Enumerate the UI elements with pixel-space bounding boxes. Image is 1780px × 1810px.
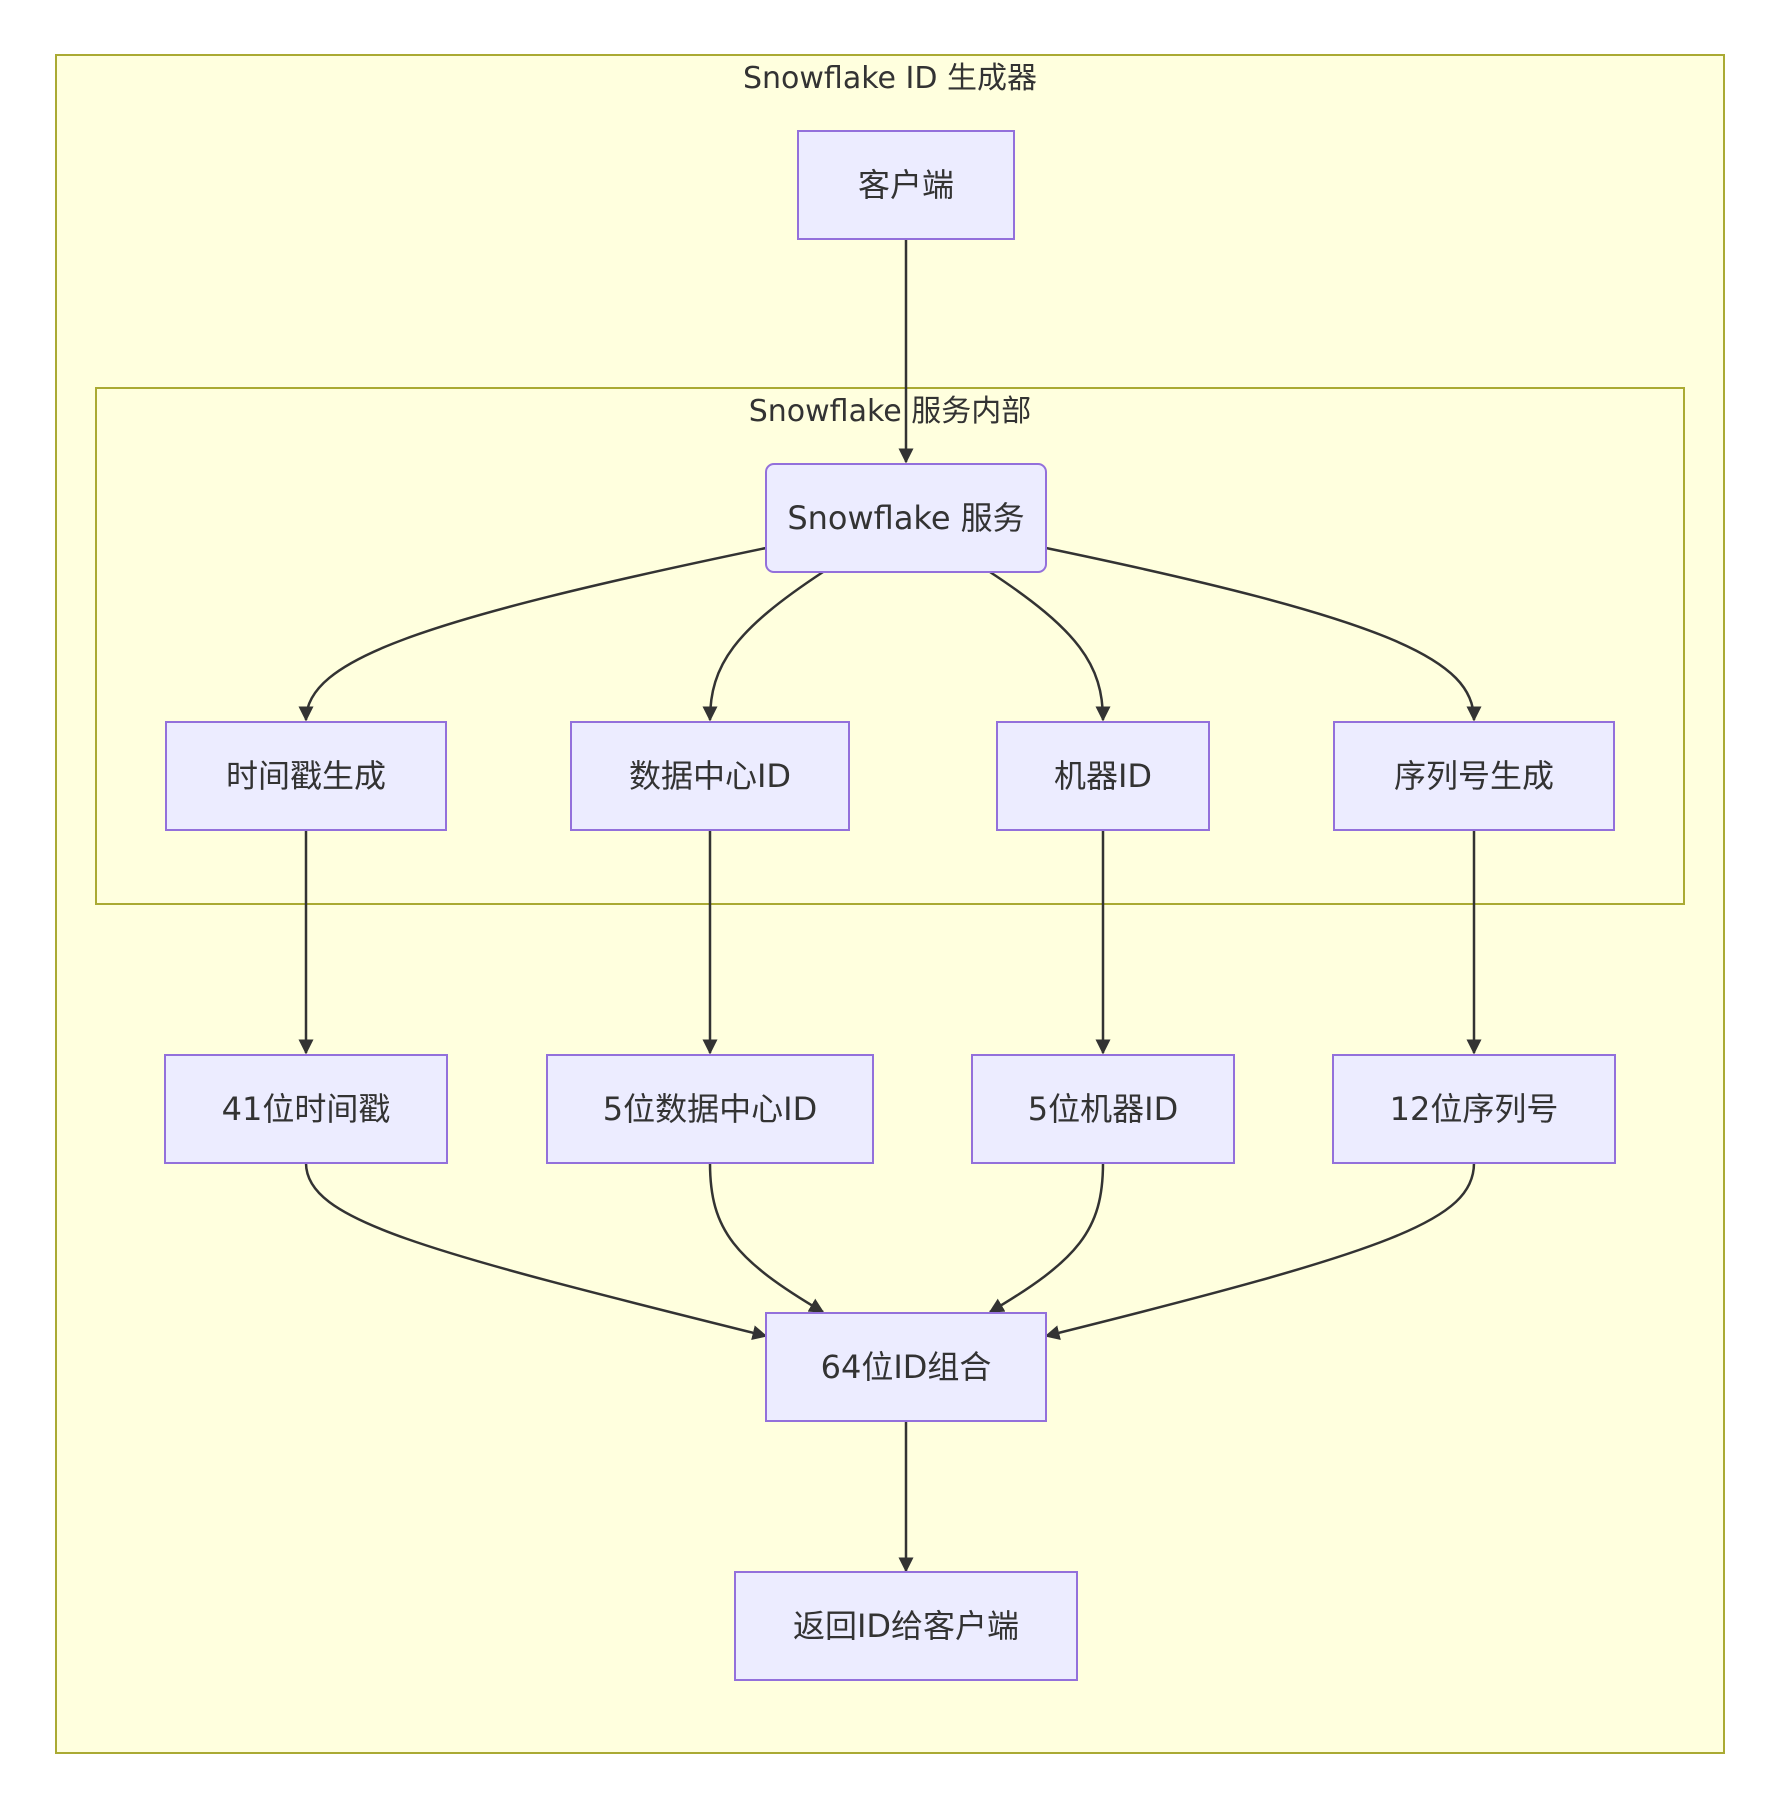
node-5bit-datacenter-id: 5位数据中心ID <box>546 1054 874 1164</box>
svg-text:返回ID给客户端: 返回ID给客户端 <box>793 1607 1019 1645</box>
node-64bit-id-combine: 64位ID组合 <box>765 1312 1047 1422</box>
node-datacenter-id: 数据中心ID <box>570 721 850 831</box>
cluster-title-inner: Snowflake 服务内部 <box>749 394 1032 429</box>
edge-41bit-to-combine <box>304 1162 768 1341</box>
node-snowflake-service: Snowflake 服务 <box>765 463 1047 573</box>
edge-service-to-datacenter-id <box>702 570 824 722</box>
svg-text:64位ID组合: 64位ID组合 <box>821 1348 992 1386</box>
svg-text:Snowflake 服务: Snowflake 服务 <box>787 499 1024 537</box>
svg-text:数据中心ID: 数据中心ID <box>629 757 791 795</box>
svg-text:客户端: 客户端 <box>858 166 954 204</box>
node-sequence-generation: 序列号生成 <box>1333 721 1615 831</box>
svg-text:时间戳生成: 时间戳生成 <box>226 757 386 795</box>
node-client: 客户端 <box>797 130 1015 240</box>
edge-machine-5bit-to-combine <box>988 1162 1105 1314</box>
svg-text:41位时间戳: 41位时间戳 <box>222 1090 391 1128</box>
node-return-id-to-client: 返回ID给客户端 <box>734 1571 1078 1681</box>
edge-datacenter-5bit-to-combine <box>708 1162 825 1314</box>
node-41bit-timestamp: 41位时间戳 <box>164 1054 448 1164</box>
cluster-title-outer: Snowflake ID 生成器 <box>743 61 1037 96</box>
node-5bit-machine-id: 5位机器ID <box>971 1054 1235 1164</box>
edge-12bit-to-combine <box>1044 1162 1476 1341</box>
edge-service-to-timestamp-gen <box>298 546 767 722</box>
node-machine-id: 机器ID <box>996 721 1210 831</box>
svg-text:机器ID: 机器ID <box>1054 757 1152 795</box>
edge-service-to-machine-id <box>989 570 1111 722</box>
svg-text:5位机器ID: 5位机器ID <box>1028 1090 1178 1128</box>
edge-service-to-sequence-gen <box>1045 546 1482 722</box>
svg-text:12位序列号: 12位序列号 <box>1390 1090 1559 1128</box>
svg-text:序列号生成: 序列号生成 <box>1394 757 1554 795</box>
node-timestamp-generation: 时间戳生成 <box>165 721 447 831</box>
svg-text:5位数据中心ID: 5位数据中心ID <box>603 1090 817 1128</box>
edges <box>298 240 1482 1573</box>
node-12bit-sequence: 12位序列号 <box>1332 1054 1616 1164</box>
